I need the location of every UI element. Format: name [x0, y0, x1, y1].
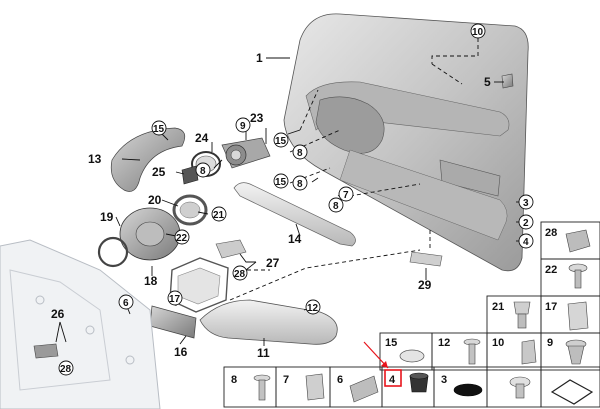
cell-8: 8: [231, 374, 237, 386]
label-16: 16: [174, 345, 188, 359]
door-frame: [0, 239, 161, 409]
table-part-drawings: [253, 229, 594, 405]
callout-7: 7: [343, 190, 349, 201]
armrest-11: [199, 299, 338, 345]
label-19: 19: [100, 210, 114, 224]
plain-labels: 1 5 13 14 11 16 18 19 20 23 24 25 26 27 …: [51, 51, 491, 360]
callout-22: 22: [176, 233, 188, 244]
clip-5: [501, 73, 514, 89]
cell-6: 6: [337, 374, 343, 386]
callout-15b: 15: [275, 136, 287, 147]
label-11: 11: [257, 346, 270, 360]
speaker-housing-23: [221, 137, 271, 169]
cell-4: 4: [389, 374, 396, 386]
callout-2: 2: [523, 218, 529, 229]
label-20: 20: [148, 193, 162, 207]
cell-22: 22: [545, 264, 557, 276]
callout-8b: 8: [297, 148, 303, 159]
speaker-cover-18: [119, 207, 181, 261]
label-14: 14: [288, 232, 302, 246]
cell-9: 9: [547, 337, 553, 349]
label-26: 26: [51, 307, 65, 321]
part-25: [181, 165, 199, 185]
cell-3: 3: [441, 374, 447, 386]
cell-28: 28: [545, 227, 557, 239]
label-13: 13: [88, 152, 102, 166]
label-1: 1: [256, 51, 263, 65]
callout-8a: 8: [200, 166, 206, 177]
label-25: 25: [152, 165, 166, 179]
callout-8c: 8: [297, 179, 303, 190]
label-24: 24: [195, 131, 209, 145]
clip-rail-29: [409, 251, 443, 267]
trim-strip-14: [233, 182, 356, 247]
strip-16: [149, 305, 197, 339]
label-5: 5: [484, 75, 491, 89]
callout-3: 3: [523, 198, 529, 209]
ring-19: [97, 236, 129, 268]
cell-7: 7: [283, 374, 289, 386]
label-18: 18: [144, 274, 158, 288]
callout-12: 12: [307, 303, 319, 314]
cell-21: 21: [492, 301, 504, 313]
callout-28a: 28: [234, 269, 246, 280]
parts-table: [223, 221, 600, 408]
label-27: 27: [266, 256, 280, 270]
cell-10: 10: [492, 337, 504, 349]
callout-17: 17: [169, 294, 181, 305]
highlight-part-4: [363, 341, 402, 387]
cell-15: 15: [385, 337, 397, 349]
callout-28b: 28: [60, 364, 72, 375]
label-23: 23: [250, 111, 264, 125]
callout-6: 6: [123, 298, 129, 309]
callout-10: 10: [472, 27, 484, 38]
cell-17: 17: [545, 301, 557, 313]
callout-15c: 15: [275, 177, 287, 188]
callout-4: 4: [523, 237, 529, 248]
callout-8d: 8: [333, 201, 339, 212]
callout-9: 9: [240, 121, 246, 132]
callout-15a: 15: [153, 124, 165, 135]
label-29: 29: [418, 278, 432, 292]
callout-21: 21: [213, 210, 225, 221]
bracket-28: [215, 239, 247, 259]
circled-text: 10 15 15 15 9 8 8 8 8 8 7 21 22 28 28 17…: [60, 27, 529, 375]
table-labels: 28 22 21 17 15 12 10 9 8 7 6 4 3: [231, 227, 557, 386]
door-trim-panel: [283, 13, 529, 272]
circled-callouts: [58, 23, 534, 376]
cell-12: 12: [438, 337, 450, 349]
cover-13: [110, 127, 186, 192]
bezel-20: [172, 194, 208, 226]
